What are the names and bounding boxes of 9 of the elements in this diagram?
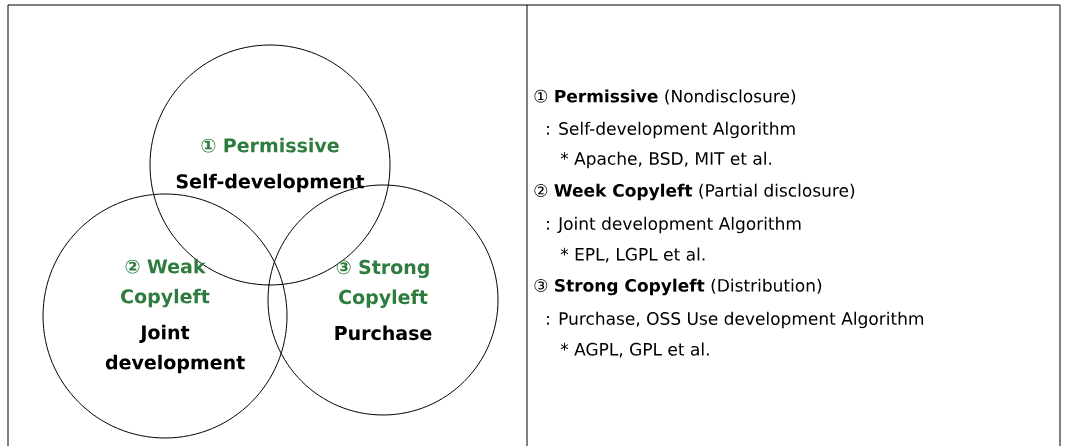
note-line: ③ Strong Copyleft (Distribution) — [534, 278, 822, 296]
note-line: * Apache, BSD, MIT et al. — [560, 151, 772, 169]
note-line: : Joint development Algorithm — [547, 216, 801, 234]
note-line: * AGPL, GPL et al. — [560, 342, 709, 358]
note-line: : Self-development Algorithm — [547, 121, 795, 139]
note-line: : Purchase, OSS Use development Algorithm — [547, 311, 924, 329]
note-line: * EPL, LGPL et al. — [560, 247, 705, 263]
note-line: ② Week Copyleft (Partial disclosure) — [534, 183, 855, 201]
note-line: ① Permissive (Nondisclosure) — [534, 89, 796, 105]
